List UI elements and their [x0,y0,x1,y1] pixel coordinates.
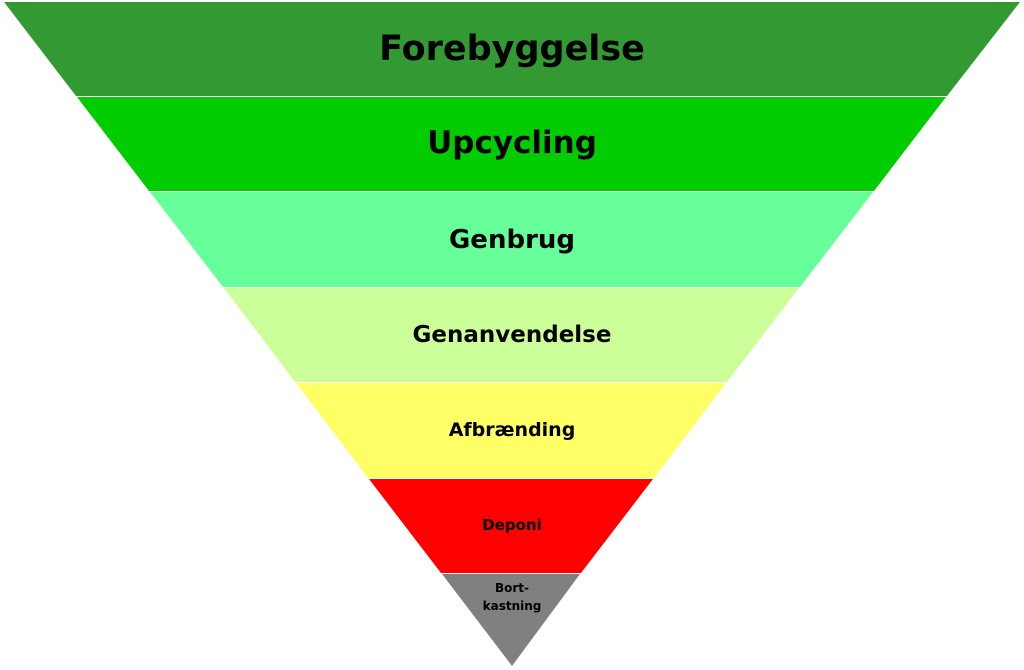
tier-upcycling [77,97,946,191]
tier-label-afbraending: Afbrænding [449,419,576,441]
tier-label-bortkastning-line-2: kastning [483,599,542,613]
tier-deponi [369,479,653,573]
tier-forebyggelse [4,2,1020,96]
tier-label-forebyggelse: Forebyggelse [379,29,645,69]
tier-label-deponi: Deponi [482,516,542,534]
tier-afbraending [296,383,726,478]
tier-label-bortkastning-line-1: Bort- [495,581,529,595]
tier-bortkastning [442,574,580,666]
tier-genbrug [150,192,873,287]
tier-genanvendelse [224,288,799,382]
tier-label-genbrug: Genbrug [449,225,575,255]
tier-label-upcycling: Upcycling [427,125,597,161]
tier-label-genanvendelse: Genanvendelse [413,322,612,348]
